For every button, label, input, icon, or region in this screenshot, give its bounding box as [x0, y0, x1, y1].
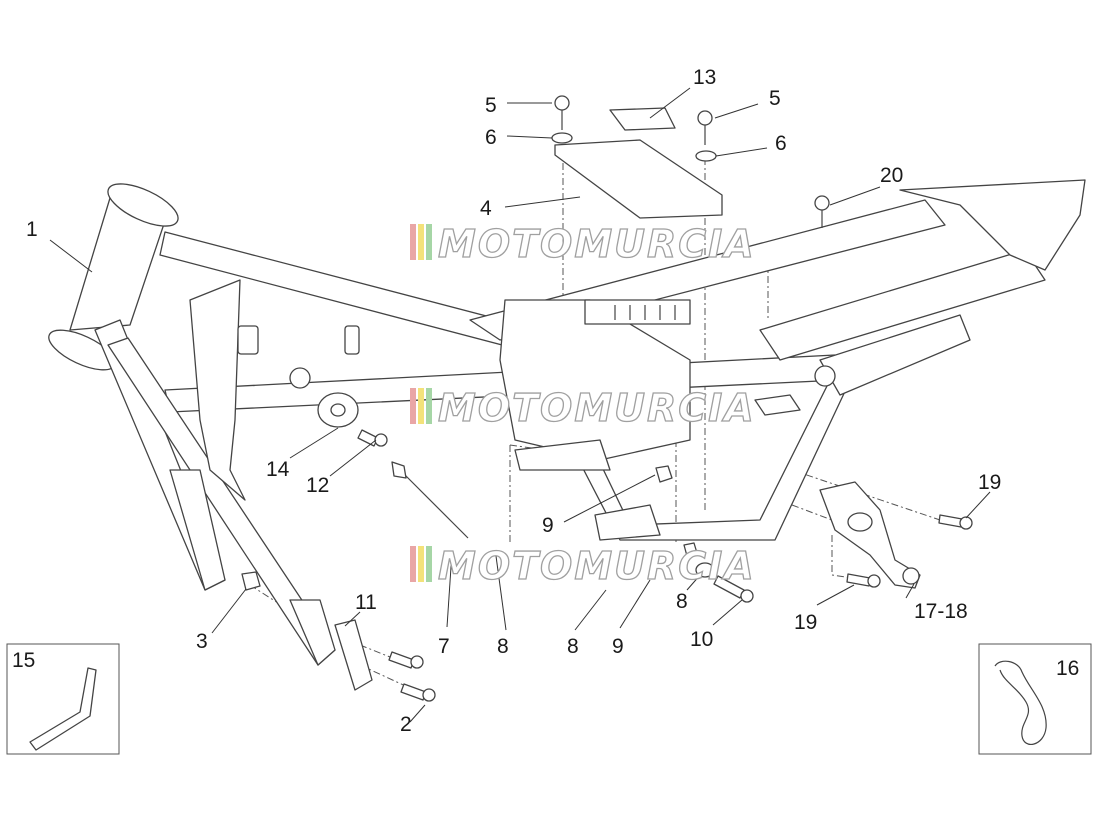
part-8-washer — [695, 562, 715, 578]
loose-parts — [241, 95, 973, 702]
callout-6-right: 6 — [775, 132, 787, 155]
part-4-cover-plate — [554, 139, 723, 219]
part-2-screw-top — [388, 651, 415, 669]
frame-boss-2 — [814, 365, 836, 387]
watermark-stripe-2 — [418, 546, 424, 582]
inset-box-15 — [6, 643, 120, 755]
callout-19-right: 19 — [978, 471, 1001, 494]
part-19-screw-right — [938, 514, 963, 528]
watermark-stripe-1 — [410, 388, 416, 424]
callout-10: 10 — [690, 628, 713, 651]
part-11-bracket — [334, 619, 373, 691]
watermark-text: MOTOMURCIA — [438, 386, 756, 430]
callout-14: 14 — [266, 458, 290, 481]
part-6-washer-right — [695, 150, 717, 162]
frame-rear-subframe — [759, 249, 1046, 361]
footrest-plate-left — [169, 469, 226, 591]
callout-7: 7 — [438, 635, 450, 658]
engine-mount-bracket-right — [594, 504, 661, 541]
callout-labels: 1 2 3 4 5 5 6 6 7 8 8 8 9 9 10 11 12 13 … — [12, 66, 1079, 736]
part-16-wire-clip — [994, 660, 1047, 745]
watermark-text: MOTOMURCIA — [438, 222, 756, 266]
inset-box-16 — [978, 643, 1092, 755]
tray-slots — [614, 305, 676, 320]
callout-13: 13 — [693, 66, 716, 89]
part-5-screw-left — [554, 95, 570, 111]
callout-20: 20 — [880, 164, 903, 187]
battery-strap — [584, 299, 691, 325]
watermark-stripe-1 — [410, 546, 416, 582]
part-19-screw-left — [846, 573, 871, 587]
callout-9-top: 9 — [542, 514, 554, 537]
callout-8-right: 8 — [676, 590, 688, 613]
watermark-stripe-3 — [426, 546, 432, 582]
frame-gusset — [189, 279, 246, 501]
footrest-plate-right — [289, 599, 336, 666]
callout-8-middle: 8 — [567, 635, 579, 658]
part-2-screw-bottom — [400, 683, 427, 701]
watermark-stripe-2 — [418, 224, 424, 260]
main-frame — [48, 179, 1086, 666]
part-10-screw — [713, 575, 745, 599]
watermark-stripe-1 — [410, 224, 416, 260]
part-15-cable-tube — [29, 667, 97, 751]
watermark-stripe-2 — [418, 388, 424, 424]
rear-bracket — [754, 394, 801, 416]
frame-boss — [289, 367, 311, 389]
watermark-top: MOTOMURCIA — [410, 221, 756, 267]
callout-8-left: 8 — [497, 635, 509, 658]
callout-6-left: 6 — [485, 126, 497, 149]
callout-5-left: 5 — [485, 94, 497, 117]
callout-9-bottom: 9 — [612, 635, 624, 658]
frame-rear-support — [819, 314, 971, 396]
engine-mount-bracket-left — [514, 439, 611, 471]
watermark-middle: MOTOMURCIA — [410, 385, 756, 431]
part-6-washer-left — [551, 132, 573, 144]
callout-17-18: 17-18 — [914, 600, 968, 623]
watermark-bottom: MOTOMURCIA — [410, 543, 756, 589]
callout-11: 11 — [355, 591, 377, 614]
callout-2: 2 — [400, 713, 412, 736]
leader-lines — [49, 87, 991, 723]
part-7-long-bolt — [399, 469, 469, 539]
frame-tab-2 — [344, 325, 360, 355]
steering-head-top-cup — [107, 183, 179, 227]
callout-12: 12 — [306, 474, 329, 497]
watermark-text: MOTOMURCIA — [438, 544, 756, 588]
frame-tab — [237, 325, 259, 355]
part-3-nut — [241, 571, 261, 591]
callout-16: 16 — [1056, 657, 1079, 680]
callout-3: 3 — [196, 630, 208, 653]
part-9-nut-top — [655, 465, 673, 483]
watermark-stripe-3 — [426, 388, 432, 424]
part-9-nut-bottom — [683, 542, 698, 557]
watermark-stripe-3 — [426, 224, 432, 260]
callout-1: 1 — [26, 218, 38, 241]
frame-rear-loop — [899, 179, 1086, 271]
callout-15: 15 — [12, 649, 35, 672]
callout-5-right: 5 — [769, 87, 781, 110]
callout-4: 4 — [480, 197, 492, 220]
callout-19-left: 19 — [794, 611, 817, 634]
part-5-screw-right — [697, 110, 713, 126]
part-13-label-plate — [609, 107, 676, 131]
part-20-screw — [814, 195, 830, 211]
